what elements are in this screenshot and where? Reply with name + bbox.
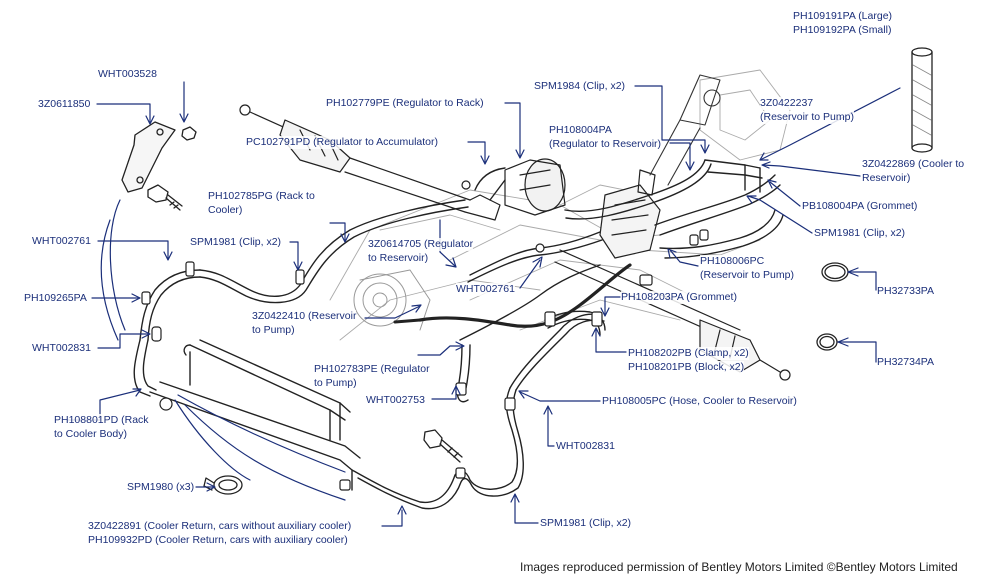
label-3z0422410-line1: 3Z0422410 (Reservoir xyxy=(252,310,357,323)
label-spm1980: SPM1980 (x3) xyxy=(127,481,195,494)
label-3z0614705-line1: 3Z0614705 (Regulator xyxy=(368,238,474,251)
hose-clamp xyxy=(203,475,243,495)
copyright-credit: Images reproduced permission of Bentley … xyxy=(520,560,958,574)
o-rings xyxy=(816,262,849,351)
label-ph109191pa: PH109191PA (Large) xyxy=(793,10,893,23)
label-spm1981-bottom: SPM1981 (Clip, x2) xyxy=(540,517,632,530)
label-3z0422869-line1: 3Z0422869 (Cooler to xyxy=(862,158,965,171)
label-ph108801pd-line2: to Cooler Body) xyxy=(54,428,127,441)
label-spm1981-left: SPM1981 (Clip, x2) xyxy=(190,236,282,249)
label-3z0422891: 3Z0422891 (Cooler Return, cars without a… xyxy=(88,520,352,533)
label-3z0422237-line1: 3Z0422237 xyxy=(760,97,814,110)
hose-sleeve xyxy=(911,47,933,153)
label-ph108004pa-line2: (Regulator to Reservoir) xyxy=(549,138,662,151)
label-wht002831-right: WHT002831 xyxy=(556,440,615,453)
label-3z0611850: 3Z0611850 xyxy=(38,98,91,111)
label-3z0422410-line2: to Pump) xyxy=(252,324,295,337)
label-ph102785pg-line1: PH102785PG (Rack to xyxy=(208,190,315,203)
reservoir xyxy=(599,169,661,259)
label-wht002761-mid: WHT002761 xyxy=(456,283,515,296)
label-3z0422869-line2: Reservoir) xyxy=(862,172,911,185)
label-spm1984: SPM1984 (Clip, x2) xyxy=(534,80,626,93)
label-pc102791pd: PC102791PD (Regulator to Accumulator) xyxy=(246,136,439,149)
pump-pulley xyxy=(353,269,431,331)
label-3z0422237-line2: (Reservoir to Pump) xyxy=(760,111,854,124)
label-wht002753: WHT002753 xyxy=(366,394,425,407)
leader-lines xyxy=(67,81,901,527)
label-ph102779pe: PH102779PE (Regulator to Rack) xyxy=(326,97,484,110)
label-spm1981-right: SPM1981 (Clip, x2) xyxy=(814,227,906,240)
label-ph108201pb: PH108201PB (Block, x2) xyxy=(628,361,745,374)
label-ph32734pa: PH32734PA xyxy=(877,356,935,369)
label-ph108202pb: PH108202PB (Clamp, x2) xyxy=(628,347,749,360)
label-ph108004pa-line1: PH108004PA xyxy=(549,124,612,137)
label-pb108004pa: PB108004PA (Grommet) xyxy=(802,200,918,213)
label-3z0614705-line2: to Reservoir) xyxy=(368,252,429,265)
label-ph102785pg-line2: Cooler) xyxy=(208,204,243,217)
label-ph102783pe-line1: PH102783PE (Regulator xyxy=(314,363,430,376)
label-ph108801pd-line1: PH108801PD (Rack xyxy=(54,414,149,427)
label-ph109265pa: PH109265PA xyxy=(24,292,87,305)
label-ph108006pc-line2: (Reservoir to Pump) xyxy=(700,269,794,282)
label-ph32733pa: PH32733PA xyxy=(877,285,935,298)
steering-column xyxy=(649,74,721,186)
label-ph108005pc: PH108005PC (Hose, Cooler to Reservoir) xyxy=(602,395,797,408)
label-ph109932pd: PH109932PD (Cooler Return, cars with aux… xyxy=(88,534,348,547)
label-ph108203pa: PH108203PA (Grommet) xyxy=(621,291,737,304)
label-ph108006pc-line1: PH108006PC xyxy=(700,255,765,268)
label-wht002831-left: WHT002831 xyxy=(32,342,91,355)
label-wht003528: WHT003528 xyxy=(98,68,157,81)
label-ph102783pe-line2: to Pump) xyxy=(314,377,357,390)
clips-and-fittings xyxy=(141,180,709,491)
bracket-and-bolts xyxy=(121,121,463,463)
label-ph109192pa: PH109192PA (Small) xyxy=(793,24,892,37)
regulator-accumulator xyxy=(504,158,566,216)
label-wht002761-left: WHT002761 xyxy=(32,235,91,248)
